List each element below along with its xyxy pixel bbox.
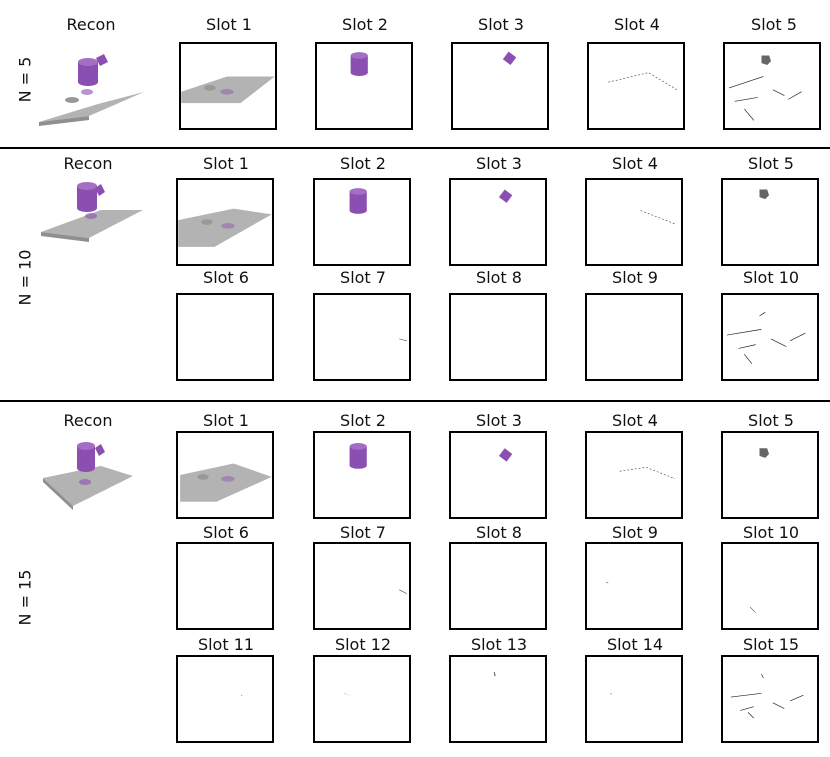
slot-label: Slot 3 — [476, 154, 522, 173]
slot-image — [721, 293, 819, 381]
slot-cube-graphic — [498, 189, 513, 203]
slot-image — [449, 293, 547, 381]
slot-image — [176, 542, 274, 630]
slot-label: Slot 11 — [197, 635, 255, 654]
slot-cube-graphic — [502, 51, 517, 65]
slot-image — [721, 542, 819, 630]
slot-label: Slot 3 — [478, 15, 524, 34]
slot-label: Slot 8 — [476, 268, 522, 287]
slot-label: Slot 2 — [342, 15, 388, 34]
slot-table-graphic — [178, 208, 272, 247]
slot-label: Slot 6 — [203, 523, 249, 542]
slot-label: Slot 5 — [751, 15, 797, 34]
slot-image — [313, 655, 411, 743]
slot-cylinder-graphic — [350, 52, 368, 76]
row-label-n10: N = 10 — [15, 249, 35, 306]
recon-label: Recon — [66, 15, 116, 34]
slot-image — [449, 178, 547, 266]
recon-scene-graphic — [41, 182, 143, 242]
slot-trace-graphic — [610, 693, 613, 695]
slot-image — [176, 431, 274, 519]
slot-image — [721, 655, 819, 743]
slot-image — [585, 542, 683, 630]
recon-image — [33, 180, 143, 276]
recon-image — [36, 42, 146, 138]
slot-label: Slot 1 — [203, 411, 249, 430]
recon-label: Recon — [63, 154, 113, 173]
slot-trace-graphic — [241, 694, 243, 697]
slot-image — [723, 42, 821, 130]
slot-image — [179, 42, 277, 130]
slot-image — [585, 293, 683, 381]
slot-label: Slot 3 — [476, 411, 522, 430]
slot-image — [721, 178, 819, 266]
slot-label: Slot 15 — [742, 635, 800, 654]
slot-cylinder-graphic — [349, 188, 367, 214]
slot-label: Slot 4 — [612, 154, 658, 173]
slot-label: Slot 9 — [612, 268, 658, 287]
slot-image — [585, 655, 683, 743]
slot-label: Slot 4 — [612, 411, 658, 430]
slot-label: Slot 1 — [206, 15, 252, 34]
slot-image — [176, 293, 274, 381]
slot-image — [449, 542, 547, 630]
slot-shadow-graphic — [726, 311, 806, 364]
slot-image — [176, 178, 274, 266]
panel-divider — [0, 147, 830, 149]
slot-label: Slot 2 — [340, 154, 386, 173]
slot-edge-graphic — [608, 72, 678, 91]
recon-image — [33, 436, 143, 532]
slot-label: Slot 9 — [612, 523, 658, 542]
recon-scene-graphic — [39, 54, 144, 126]
slot-table-graphic — [181, 76, 275, 104]
slot-label: Slot 8 — [476, 523, 522, 542]
slot-shadow-graphic — [759, 448, 770, 458]
slot-image — [313, 178, 411, 266]
slot-trace-graphic — [749, 606, 756, 613]
slot-trace-graphic — [399, 338, 407, 342]
slot-label: Slot 1 — [203, 154, 249, 173]
slot-label: Slot 4 — [614, 15, 660, 34]
slot-label: Slot 14 — [606, 635, 664, 654]
slot-cube-graphic — [498, 448, 513, 462]
slot-label: Slot 10 — [742, 268, 800, 287]
slot-cylinder-graphic — [349, 443, 367, 469]
slot-image — [587, 42, 685, 130]
slot-label: Slot 2 — [340, 411, 386, 430]
slot-image — [585, 178, 683, 266]
recon-label: Recon — [63, 411, 113, 430]
recon-scene-graphic — [43, 442, 133, 510]
slot-label: Slot 6 — [203, 268, 249, 287]
slot-trace-graphic — [399, 589, 407, 594]
slot-label: Slot 5 — [748, 154, 794, 173]
slot-label: Slot 10 — [742, 523, 800, 542]
slot-label: Slot 12 — [334, 635, 392, 654]
slot-trace-graphic — [493, 672, 496, 677]
slot-image — [585, 431, 683, 519]
slot-image — [176, 655, 274, 743]
slot-shadow-graphic — [728, 55, 802, 121]
slot-trace-graphic — [606, 581, 609, 584]
row-label-n15: N = 15 — [15, 569, 35, 626]
slot-label: Slot 7 — [340, 268, 386, 287]
slot-table-graphic — [180, 463, 272, 502]
panel-divider — [0, 400, 830, 402]
slot-image — [313, 293, 411, 381]
slot-image — [721, 431, 819, 519]
slot-shadow-graphic — [730, 674, 804, 719]
slot-image — [313, 542, 411, 630]
slot-edge-graphic — [640, 210, 676, 225]
slot-shadow-graphic — [759, 189, 770, 200]
slot-label: Slot 13 — [470, 635, 528, 654]
slot-image — [313, 431, 411, 519]
slot-image — [451, 42, 549, 130]
slot-image — [449, 431, 547, 519]
slot-trace-graphic — [343, 693, 350, 696]
slot-edge-graphic — [619, 467, 676, 480]
slot-image — [315, 42, 413, 130]
slot-label: Slot 7 — [340, 523, 386, 542]
slot-label: Slot 5 — [748, 411, 794, 430]
row-label-n5: N = 5 — [15, 56, 35, 103]
slot-image — [449, 655, 547, 743]
